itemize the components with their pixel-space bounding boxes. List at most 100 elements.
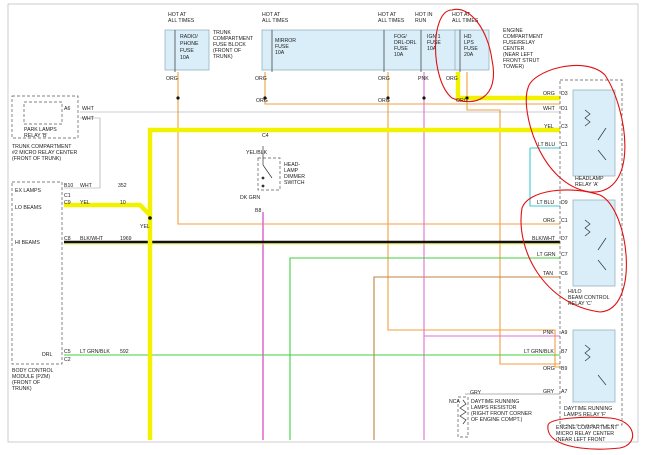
pin-b9: B9: [561, 366, 567, 372]
label-blkwht: BLK/WHT: [80, 236, 104, 242]
pin-c9: C9: [64, 200, 71, 206]
label-yel-c9: YEL: [80, 200, 90, 206]
pin-c1: C1: [64, 193, 71, 199]
resistor-wire: GRY: [470, 390, 482, 396]
wires: [64, 72, 560, 440]
circuit-1969: 1969: [120, 236, 132, 242]
label-ltblu-c1: LT BLU: [538, 142, 555, 148]
diagram-frame: [7, 3, 639, 443]
wire-tan: [373, 276, 560, 440]
switch-wire-bottom: DK GRN: [240, 195, 260, 201]
label-org-5: ORG: [256, 98, 268, 104]
label-yel-c3: YEL: [544, 124, 554, 130]
label-org-2: ORG: [255, 76, 267, 82]
switch-pin-b8: B8: [255, 208, 261, 214]
fuse-block-trunk: [261, 29, 463, 72]
wire-ltblu-d9: [529, 148, 560, 207]
body-control-module: EX LAMPS LO BEAMS HI BEAMS DRL BODY CONT…: [11, 181, 150, 392]
resistor-nca: NCA: [449, 399, 460, 405]
red-annotations: [435, 8, 634, 450]
wire-org-mirror: [264, 72, 560, 105]
fuse-hdlps: [454, 29, 490, 72]
circuit-352: 352: [118, 183, 127, 189]
pin-a9: A9: [561, 330, 567, 336]
pin-c6: C6: [561, 271, 568, 277]
pin-c7: C7: [561, 252, 568, 258]
label-org-3: ORG: [378, 76, 390, 82]
bcm-ex-lamps: EX LAMPS: [15, 188, 41, 194]
switch-wire-top: YEL/BLK: [246, 150, 268, 156]
pin-a7: A7: [561, 389, 567, 395]
splice-dots: [148, 96, 469, 220]
bcm-lo-beams: LO BEAMS: [15, 205, 42, 211]
pin-d9: D9: [561, 200, 568, 206]
label-org-1: ORG: [166, 76, 178, 82]
label-org-4: ORG: [446, 76, 458, 82]
circuit-10: 10: [120, 200, 126, 206]
wire-org-fog: [387, 72, 560, 368]
circuit-592: 592: [120, 349, 129, 355]
wire-wht-b10: [64, 118, 101, 189]
label-org-6: ORG: [378, 98, 390, 104]
label-ltgrn-c7: LT GRN: [537, 252, 556, 258]
pin-d7: D7: [561, 236, 568, 242]
pin-c3: C3: [561, 124, 568, 130]
svg-text:10A: 10A: [180, 55, 190, 61]
pin-c2: C2: [64, 357, 71, 363]
wire-yel-lobeams: [64, 202, 152, 217]
label-wht-b10: WHT: [80, 183, 93, 189]
pin-c1-relay-c: C1: [561, 218, 568, 224]
pin-d3: D3: [561, 91, 568, 97]
pin-d1: D1: [561, 106, 568, 112]
label-blkwht-d7: BLK/WHT: [532, 236, 556, 242]
label-wht-d1: WHT: [543, 106, 556, 112]
label-wht-1: WHT: [82, 106, 95, 112]
label-pnk-a9: PNK: [543, 330, 554, 336]
label-wht-2: WHT: [82, 116, 95, 122]
label-tan-c6: TAN: [543, 271, 553, 277]
svg-text:FUSE: FUSE: [180, 48, 194, 54]
svg-text:RADIO/: RADIO/: [180, 34, 198, 40]
switch-pin-c4: C4: [262, 133, 269, 139]
label-yel-main: YEL: [140, 224, 150, 230]
bcm-hi-beams: HI BEAMS: [15, 240, 40, 246]
label-gry-a7: GRY: [543, 389, 555, 395]
trunk-relay-center-label: TRUNK COMPARTMENT#2 MICRO RELAY CENTER(F…: [12, 144, 77, 162]
wire-org-radio: [177, 72, 560, 225]
label-ltgrnblk-b7: LT GRN/BLK: [524, 349, 554, 355]
label-ltblu-d9: LT BLU: [537, 200, 554, 206]
bcm-drl: DRL: [42, 352, 52, 358]
label-org-c1: ORG: [543, 218, 555, 224]
wire-yel-main: [147, 127, 560, 440]
label-org-b9: ORG: [543, 366, 555, 372]
relay-pin-labels: D3 ORG D1 WHT C3 YEL C1 LT BLU D9 LT BLU…: [524, 91, 568, 395]
pin-c1-relay: C1: [561, 142, 568, 148]
label-pnk-1: PNK: [418, 76, 429, 82]
wire-ltgrn: [289, 257, 560, 440]
pin-b10: B10: [64, 183, 73, 189]
label-org-d3: ORG: [543, 91, 555, 97]
